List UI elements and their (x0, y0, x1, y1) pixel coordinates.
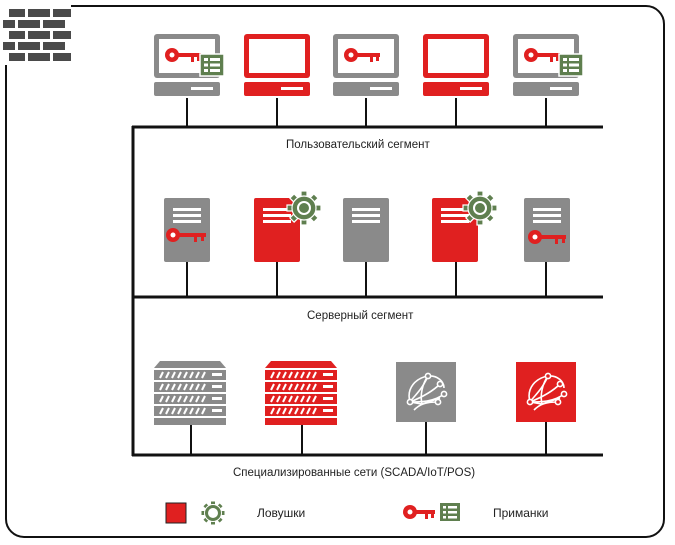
diagram-frame (5, 5, 665, 538)
server-drops (186, 262, 547, 297)
legend-trap-square-icon (165, 502, 187, 524)
iot-device-2-trap (516, 362, 576, 422)
special-drops (190, 422, 547, 455)
server-2-trap (254, 190, 322, 262)
legend-lures-label: Приманки (493, 506, 549, 520)
user-segment-label: Пользовательский сегмент (286, 139, 430, 151)
document-lure-icon (199, 53, 225, 77)
server-segment-label: Серверный сегмент (307, 310, 414, 322)
workstation-5 (513, 34, 584, 96)
legend-gear-icon (200, 500, 226, 526)
pc-base (333, 82, 399, 96)
pc-base (513, 82, 579, 96)
workstation-1 (154, 34, 225, 96)
server-3 (343, 198, 389, 262)
rack-device-2-trap (265, 361, 337, 425)
network-lines (131, 125, 603, 457)
server-5 (524, 198, 570, 262)
gear-icon (462, 190, 498, 226)
workstation-4-trap (423, 34, 489, 96)
iot-device-1 (396, 362, 456, 422)
server-4-trap (432, 190, 498, 262)
key-icon (344, 48, 380, 62)
server-1 (164, 198, 210, 262)
key-icon (524, 48, 560, 62)
gear-icon (286, 190, 322, 226)
legend-key-icon (403, 505, 435, 519)
document-lure-icon (558, 53, 584, 77)
pc-base (244, 82, 310, 96)
rack-device-1 (154, 361, 226, 425)
workstation-drops (186, 98, 547, 127)
legend-document-icon (440, 503, 460, 521)
pc-base (423, 82, 489, 96)
special-segment-label: Специализированные сети (SCADA/IoT/POS) (233, 467, 476, 479)
pc-base (154, 82, 220, 96)
legend-traps-label: Ловушки (257, 506, 306, 520)
key-icon (528, 230, 566, 244)
key-icon (166, 228, 206, 242)
firewall-icon (3, 3, 71, 65)
workstation-3 (333, 34, 399, 96)
workstation-2-trap (244, 34, 310, 96)
key-icon (165, 48, 201, 62)
